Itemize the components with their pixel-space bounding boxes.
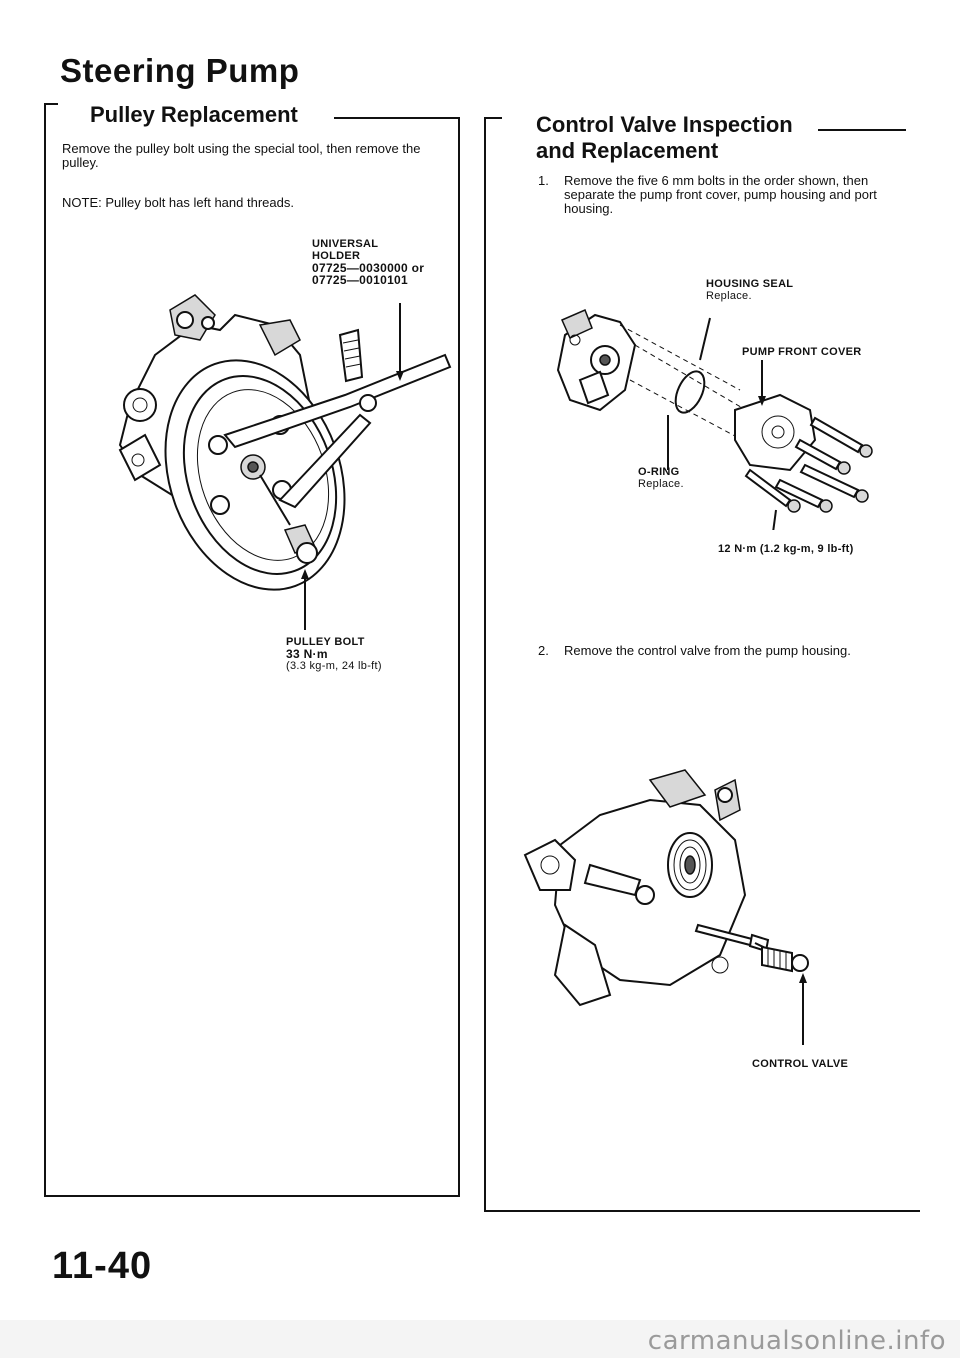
universal-holder-line2: HOLDER — [312, 250, 361, 262]
pulley-note: NOTE: Pulley bolt has left hand threads. — [62, 195, 294, 210]
step-1-text: Remove the five 6 mm bolts in the order … — [564, 173, 877, 216]
o-ring-replace: Replace. — [638, 478, 684, 490]
control-valve-diagram — [523, 769, 809, 1045]
right-column-top-rule-left — [484, 117, 502, 119]
pulley-instruction: Remove the pulley bolt using the special… — [62, 141, 421, 170]
left-column-top-rule-right — [334, 117, 458, 119]
universal-holder-part1: 07725—0030000 or — [312, 261, 425, 275]
control-valve-heading: Control Valve Inspection and Replacement — [536, 112, 793, 164]
left-column-left-rule — [44, 103, 46, 1196]
pulley-bolt-name: PULLEY BOLT — [286, 636, 365, 648]
pulley-bolt-label: PULLEY BOLT 33 N·m (3.3 kg-m, 24 lb-ft) — [286, 636, 382, 672]
o-ring-label: O-RING Replace. — [638, 466, 684, 490]
page-number: 11-40 — [52, 1245, 153, 1287]
universal-holder-label: UNIVERSAL HOLDER 07725—0030000 or 07725—… — [312, 238, 424, 286]
housing-seal-name: HOUSING SEAL — [706, 278, 794, 290]
housing-seal-replace: Replace. — [706, 290, 752, 302]
footer-watermark: carmanualsonline.info — [647, 1326, 946, 1356]
housing-seal-label: HOUSING SEAL Replace. — [706, 278, 793, 302]
right-column-left-rule — [484, 117, 486, 1211]
right-column-top-rule-right — [818, 129, 906, 131]
footer-bar — [0, 1320, 960, 1358]
universal-holder-line1: UNIVERSAL — [312, 238, 379, 250]
page-title: Steering Pump — [60, 52, 300, 89]
step-2-text: Remove the control valve from the pump h… — [564, 643, 851, 658]
right-column-bottom-rule — [484, 1210, 920, 1212]
step-2-number: 2. — [538, 643, 549, 658]
pulley-section-heading: Pulley Replacement — [90, 102, 298, 127]
control-valve-label: CONTROL VALVE — [752, 1058, 849, 1070]
control-valve-heading-line1: Control Valve Inspection — [536, 112, 793, 137]
pump-front-cover-label: PUMP FRONT COVER — [742, 346, 862, 358]
left-column-right-rule — [458, 117, 460, 1196]
left-column-bottom-rule — [44, 1195, 460, 1197]
bolt-torque-label: 12 N·m (1.2 kg-m, 9 lb-ft) — [718, 543, 854, 555]
step-1-number: 1. — [538, 173, 549, 188]
exploded-view-diagram — [556, 309, 873, 530]
universal-holder-part2: 07725—0010101 — [312, 273, 408, 287]
left-column-top-rule — [44, 103, 58, 105]
control-valve-heading-line2: and Replacement — [536, 138, 719, 163]
pulley-diagram — [118, 294, 452, 630]
pulley-bolt-torque: 33 N·m — [286, 647, 328, 661]
pulley-bolt-torque-alt: (3.3 kg-m, 24 lb-ft) — [286, 660, 382, 672]
o-ring-name: O-RING — [638, 466, 680, 478]
